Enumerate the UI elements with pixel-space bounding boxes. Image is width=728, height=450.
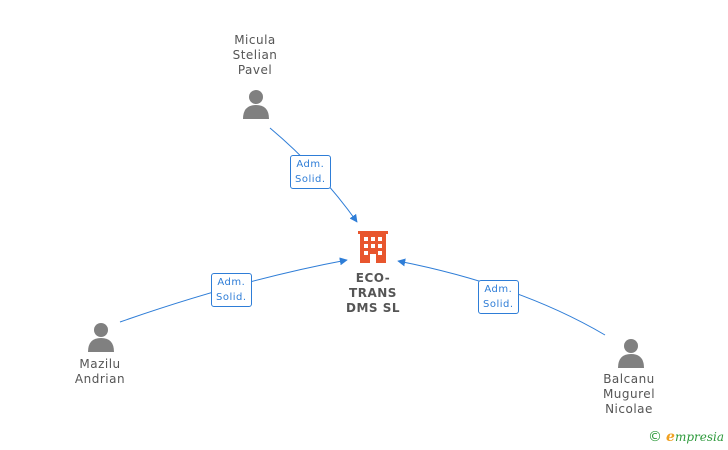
role-badge-mazilu[interactable]: Adm. Solid. xyxy=(211,273,252,307)
person-name-balcanu[interactable]: Balcanu Mugurel Nicolae xyxy=(602,372,656,416)
building-icon xyxy=(358,231,388,263)
company-name[interactable]: ECO- TRANS DMS SL xyxy=(345,271,400,315)
brand-logo[interactable]: ©empresia xyxy=(648,429,724,445)
role-badge-micula[interactable]: Adm. Solid. xyxy=(290,155,331,189)
copyright-symbol: © xyxy=(648,429,663,445)
person-icon xyxy=(243,90,269,119)
person-icon xyxy=(88,323,114,352)
person-icon xyxy=(618,339,644,368)
role-badge-balcanu[interactable]: Adm. Solid. xyxy=(478,280,519,314)
person-name-mazilu[interactable]: Mazilu Andrian xyxy=(74,357,126,386)
person-name-micula[interactable]: Micula Stelian Pavel xyxy=(232,33,278,77)
